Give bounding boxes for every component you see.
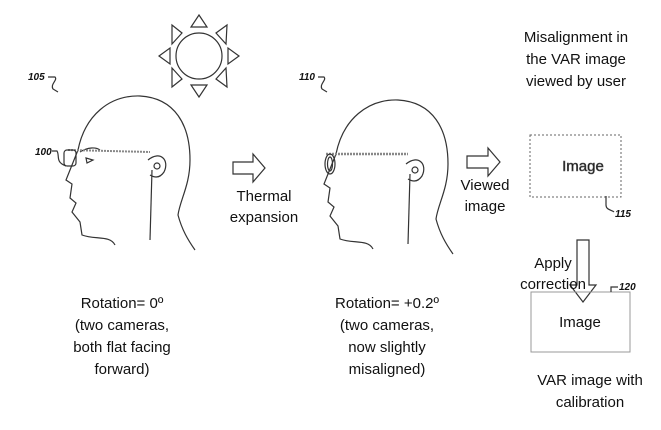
head-with-glasses-right xyxy=(323,99,454,255)
misaligned-title: the VAR image xyxy=(526,51,626,68)
ref-label-120: 120 xyxy=(619,282,636,293)
expansion-label: expansion xyxy=(230,209,298,226)
right-caption: Rotation= +0.2º (two cameras, now slight… xyxy=(335,295,439,378)
left-caption-line: forward) xyxy=(94,361,149,378)
correction-label: correction xyxy=(520,276,586,293)
right-arrow-icon xyxy=(232,152,266,184)
left-caption-line: both flat facing xyxy=(73,339,171,356)
sun-icon xyxy=(157,13,241,99)
misaligned-image-text: Image xyxy=(562,158,604,175)
corrected-title: calibration xyxy=(556,394,624,411)
ref-label-115: 115 xyxy=(615,209,631,220)
ref-label-110: 110 xyxy=(299,72,315,83)
right-caption-line: Rotation= +0.2º xyxy=(335,295,439,312)
right-arrow-icon xyxy=(466,146,501,178)
ref-label-100: 100 xyxy=(35,147,52,158)
head-with-glasses-left xyxy=(63,95,196,251)
corrected-title: VAR image with xyxy=(537,372,643,389)
left-caption: Rotation= 0º (two cameras, both flat fac… xyxy=(73,295,171,378)
viewed-label: Viewed xyxy=(461,177,510,194)
misaligned-title: Misalignment in xyxy=(524,29,628,46)
ref-leader-110 xyxy=(318,76,328,93)
left-caption-line: (two cameras, xyxy=(75,317,169,334)
corrected-image-box xyxy=(530,291,631,353)
right-caption-line: (two cameras, xyxy=(340,317,434,334)
thermal-label: Thermal xyxy=(236,188,291,205)
misaligned-title: viewed by user xyxy=(526,73,626,90)
ref-leader-120 xyxy=(610,286,618,292)
ref-leader-105 xyxy=(48,76,59,93)
left-caption-line: Rotation= 0º xyxy=(81,295,164,312)
down-arrow-icon xyxy=(568,239,598,303)
right-caption-line: now slightly xyxy=(348,339,426,356)
misaligned-image-box xyxy=(529,134,622,198)
image-label: image xyxy=(465,198,506,215)
corrected-image-text: Image xyxy=(559,314,601,331)
apply-label: Apply xyxy=(534,255,572,272)
ref-leader-115 xyxy=(605,196,615,213)
right-caption-line: misaligned) xyxy=(349,361,426,378)
ref-label-105: 105 xyxy=(28,72,45,83)
ref-leader-100 xyxy=(52,150,67,167)
